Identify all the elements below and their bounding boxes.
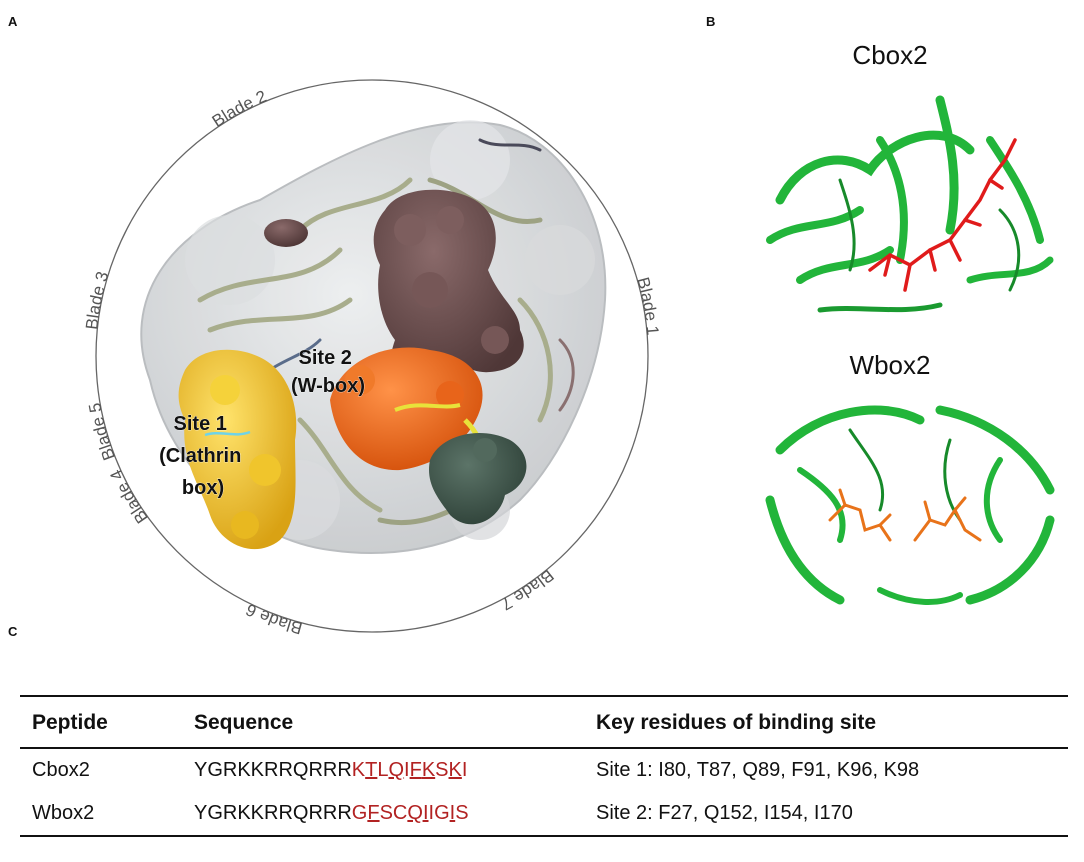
table-header-row: Peptide Sequence Key residues of binding… (20, 695, 1068, 749)
key-residue: K (448, 759, 462, 781)
sequence-cell: YGRKKRRQRRRKTLQIFKSKI (182, 748, 584, 792)
site1-patch (178, 349, 297, 550)
motif-residue: I (428, 802, 435, 824)
site1-label: Site 1 (Clathrin box) (159, 413, 247, 499)
panel-b-structures: Cbox2 Wbox2 (740, 0, 1084, 620)
blade-label-2: Blade 2 (209, 87, 270, 131)
cbox2-structure (766, 95, 1054, 313)
sequence-plain: YGRKKRRQRRR (194, 759, 352, 781)
cbox2-ribbon (766, 95, 1054, 313)
motif-residue: G (351, 802, 368, 824)
sequence-binding-motif: KTLQIFKSKI (352, 759, 468, 781)
blade-label-3: Blade 3 (82, 269, 112, 330)
header-key-residues: Key residues of binding site (584, 695, 1068, 749)
wbox2-structure (765, 405, 1055, 605)
peptide-table: Peptide Sequence Key residues of binding… (20, 695, 1068, 837)
sequence-binding-motif: GFSCQIIGIS (352, 802, 469, 824)
purple-patch (373, 189, 524, 396)
panel-label-b: B (706, 14, 716, 29)
wbox2-peptide (828, 488, 982, 542)
cbox2-peptide (868, 138, 1017, 292)
wbox2-ribbon (765, 405, 1055, 605)
key-residues-cell: Site 2: F27, Q152, I154, I170 (584, 792, 1068, 837)
motif-residue: G (434, 802, 450, 824)
panel-a-figure: Site 2 (W-box) Site 1 (Clathrin box) Bla… (82, 79, 662, 638)
panel-label-a: A (8, 14, 18, 29)
panel-label-c: C (8, 624, 18, 639)
peptide-cell: Wbox2 (20, 792, 182, 837)
blade-label-7: Blade 7 (498, 566, 557, 614)
key-residue: F (409, 759, 422, 781)
header-sequence: Sequence (182, 695, 584, 749)
key-residue: F (367, 802, 380, 824)
site2-label: Site 2 (W-box) (291, 347, 365, 397)
site2-patch (330, 347, 483, 471)
blade-label-5: Blade 5 (85, 401, 119, 462)
key-residue: T (365, 759, 378, 781)
peptide-cell: Cbox2 (32, 759, 90, 781)
motif-residue: L (377, 759, 389, 781)
motif-residue: I (461, 759, 468, 781)
header-peptide: Peptide (20, 695, 182, 749)
motif-residue: I (404, 759, 410, 781)
key-residue: Q (388, 759, 405, 781)
motif-residue: K (351, 759, 366, 781)
motif-residue: S (379, 802, 393, 824)
sequence-plain: YGRKKRRQRRR (194, 802, 352, 824)
blade-ring (95, 79, 649, 633)
wbox2-title: Wbox2 (849, 350, 931, 380)
purple-small-patch (264, 219, 308, 247)
sequence-cell: YGRKKRRQRRRGFSCQIIGIS (182, 792, 584, 837)
cbox2-title: Cbox2 (852, 40, 928, 70)
key-residue: I (422, 802, 429, 824)
dark-green-patch (429, 432, 527, 525)
motif-residue: S (455, 802, 469, 824)
blade-label-1: Blade 1 (633, 275, 662, 336)
key-residue: K (421, 759, 436, 781)
motif-residue: C (392, 802, 408, 824)
blade-label-6: Blade 6 (243, 600, 305, 638)
motif-residue: S (435, 759, 449, 781)
blade-label-4: Blade 4 (106, 467, 152, 527)
key-residues-cell: Site 1: I80, T87, Q89, F91, K96, K98 (596, 759, 920, 781)
key-residue: Q (407, 802, 423, 824)
key-residue: I (449, 802, 456, 824)
panel-a-protein-surface: Site 2 (W-box) Site 1 (Clathrin box) Bla… (0, 0, 730, 640)
